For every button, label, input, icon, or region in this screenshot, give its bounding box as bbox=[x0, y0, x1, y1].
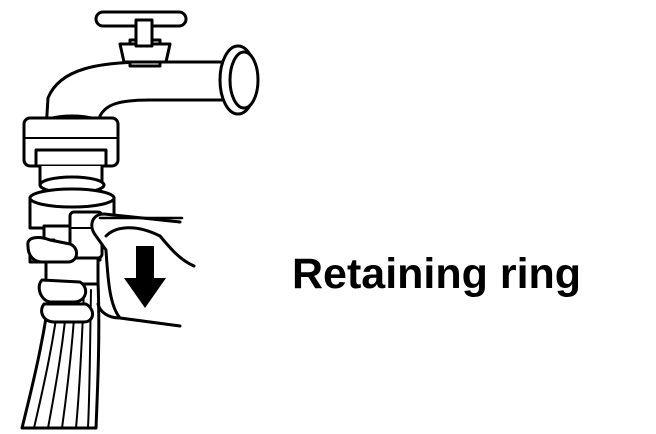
down-arrow-icon bbox=[124, 246, 166, 308]
faucet-adapter bbox=[22, 116, 120, 195]
retaining-ring-label: Retaining ring bbox=[292, 250, 582, 298]
hand bbox=[26, 212, 196, 328]
